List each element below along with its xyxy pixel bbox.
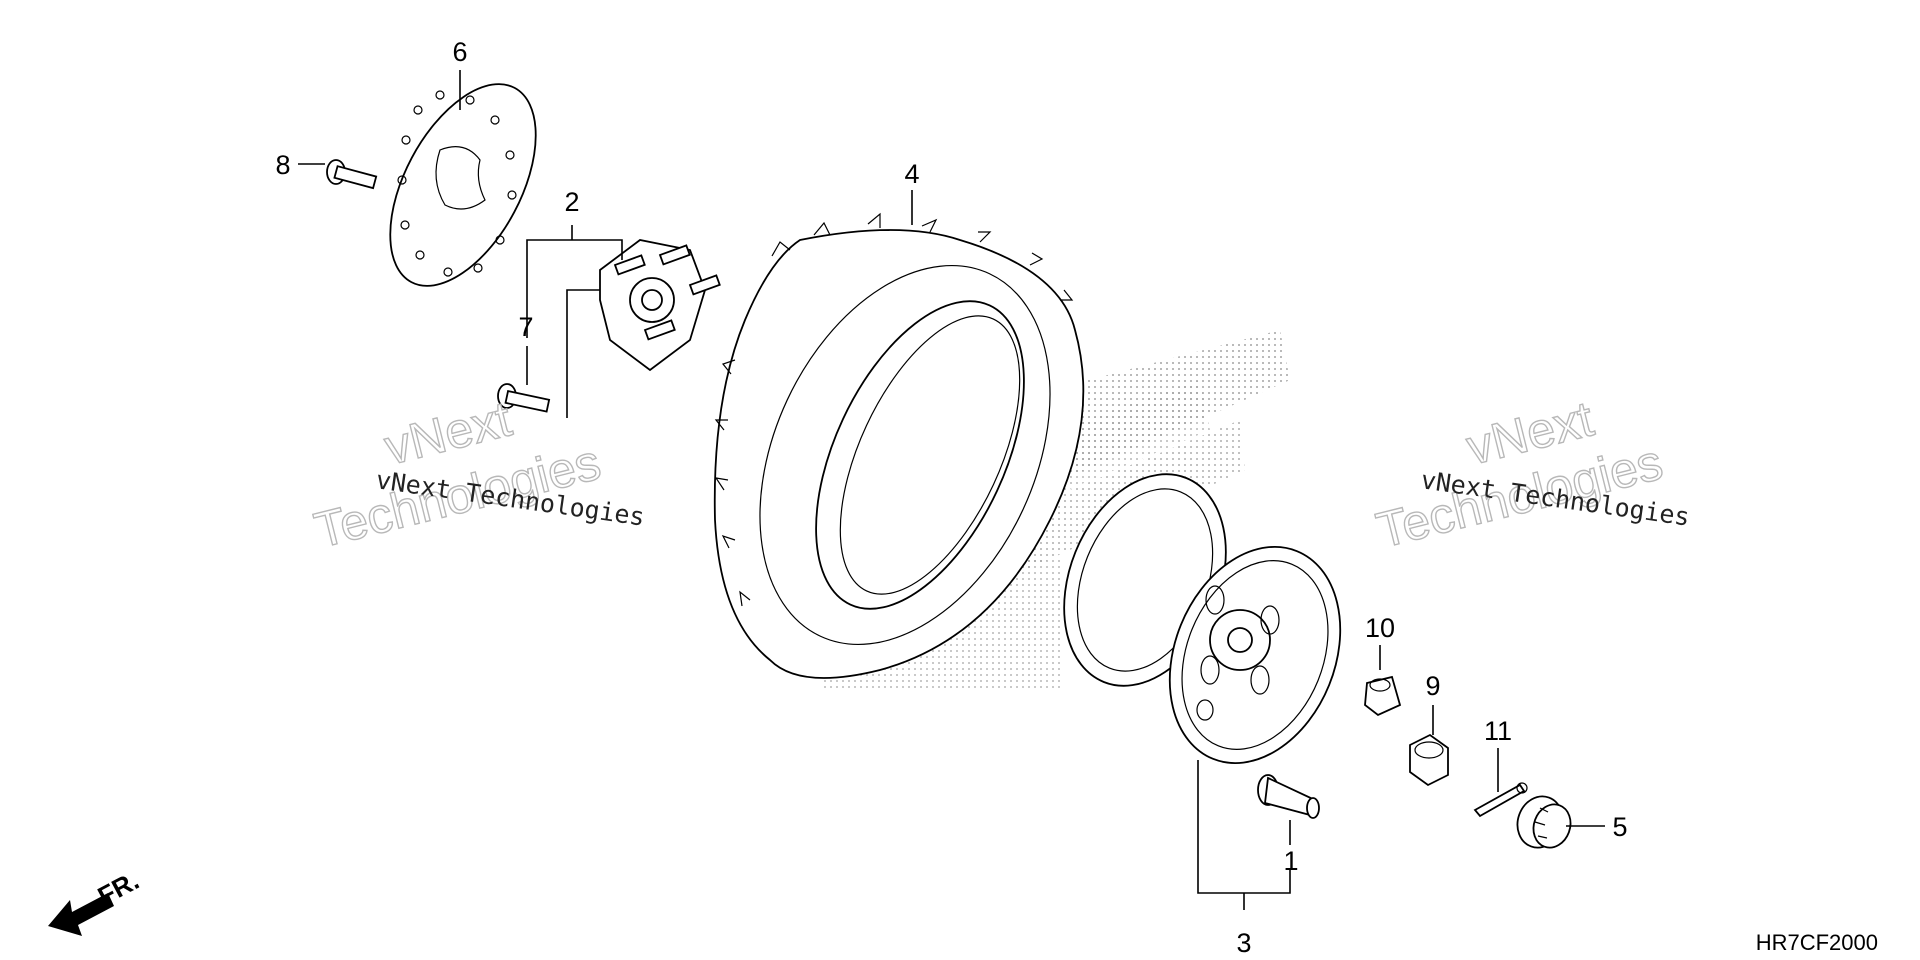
callout-10: 10 — [1365, 613, 1395, 643]
hub-bolt — [497, 383, 551, 413]
hub — [599, 239, 721, 372]
nut — [1409, 733, 1449, 787]
callout-4: 4 — [904, 159, 919, 189]
callout-11: 11 — [1484, 716, 1512, 746]
leader-2-bracket — [566, 289, 600, 418]
tire — [713, 212, 1085, 679]
diagram-code: HR7CF2000 — [1756, 930, 1878, 955]
leader-2-7 — [526, 239, 623, 338]
callout-7: 7 — [518, 312, 533, 342]
castle-nut — [1516, 795, 1572, 849]
disc-bolt — [326, 159, 378, 190]
callout-5: 5 — [1612, 812, 1627, 842]
callout-3: 3 — [1236, 928, 1251, 958]
callout-9: 9 — [1425, 671, 1440, 701]
wheel-nut — [1364, 675, 1402, 717]
callout-8: 8 — [275, 150, 290, 180]
brake-disc — [389, 83, 537, 287]
valve-stem — [1257, 774, 1320, 819]
cotter-pin — [1473, 782, 1528, 818]
wheel-rim — [1063, 473, 1342, 764]
callout-6: 6 — [452, 37, 467, 67]
callout-1: 1 — [1283, 846, 1298, 876]
callout-2: 2 — [564, 187, 579, 217]
front-arrow-icon — [48, 893, 114, 936]
